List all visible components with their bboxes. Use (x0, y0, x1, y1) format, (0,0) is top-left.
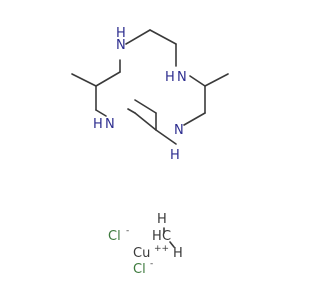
bond (155, 129, 177, 145)
bond (127, 108, 136, 114)
bond (189, 75, 206, 87)
structure-canvas: N H N H N H N H Cl - Cl - Cu ++ H C H H (71, 26, 229, 277)
bond (125, 29, 151, 45)
nitrogen-atom: N (116, 38, 126, 53)
methyl-hydrogen: H (152, 229, 162, 244)
copper-atom: Cu (133, 246, 150, 261)
bond (149, 29, 177, 45)
ring-bonds (71, 29, 229, 145)
bond (183, 112, 206, 126)
bond (204, 73, 229, 87)
nitrogen-atom: N (174, 123, 184, 138)
molecule-drawing: N H N H N H N H Cl - Cl - Cu ++ H C H H (71, 26, 229, 277)
nitrogen-atom: N (105, 117, 115, 132)
chloride-ion: Cl (108, 229, 121, 244)
methyl-hydrogen: H (157, 212, 167, 227)
nh-hydrogen: H (93, 117, 103, 132)
nh-hydrogen: H (165, 70, 175, 85)
copper-charge: ++ (154, 244, 169, 254)
bond (95, 71, 121, 87)
bond (95, 109, 107, 117)
chloride-ion: Cl (133, 262, 146, 277)
bond (71, 73, 97, 87)
chloride-charge: - (150, 259, 153, 269)
methyl-carbon: C (162, 229, 171, 244)
nh-hydrogen: H (116, 26, 126, 41)
chloride-charge: - (126, 226, 129, 236)
nh-hydrogen: H (170, 148, 180, 163)
nitrogen-atom: N (177, 70, 187, 85)
bond (134, 112, 157, 131)
bond (169, 241, 175, 248)
methyl-hydrogen: H (173, 246, 183, 261)
bond (134, 99, 157, 114)
